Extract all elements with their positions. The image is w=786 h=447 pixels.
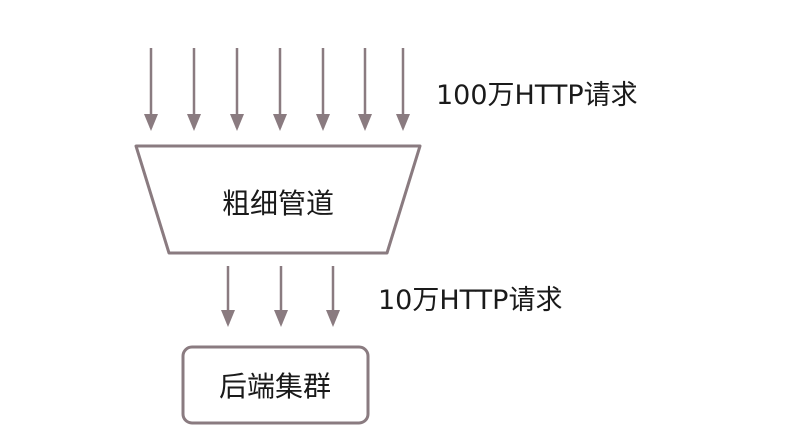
incoming-arrowhead-6 bbox=[358, 114, 372, 131]
incoming-arrowhead-1 bbox=[144, 114, 158, 131]
funnel-shape bbox=[134, 144, 422, 255]
backend-cluster-box bbox=[181, 345, 370, 425]
funnel-label: 粗细管道 bbox=[222, 187, 334, 220]
incoming-arrowhead-2 bbox=[187, 114, 201, 131]
outgoing-arrows bbox=[221, 266, 340, 327]
outgoing-arrowhead-1 bbox=[221, 310, 235, 327]
incoming-arrowhead-7 bbox=[396, 114, 410, 131]
incoming-arrowhead-5 bbox=[316, 114, 330, 131]
top-request-label: 100万HTTP请求 bbox=[436, 80, 638, 111]
outgoing-arrowhead-3 bbox=[326, 310, 340, 327]
incoming-arrowhead-4 bbox=[273, 114, 287, 131]
outgoing-arrowhead-2 bbox=[274, 310, 288, 327]
incoming-arrows bbox=[144, 48, 410, 131]
incoming-arrowhead-3 bbox=[230, 114, 244, 131]
backend-cluster-label: 后端集群 bbox=[219, 370, 331, 403]
bottom-request-label: 10万HTTP请求 bbox=[378, 285, 562, 316]
